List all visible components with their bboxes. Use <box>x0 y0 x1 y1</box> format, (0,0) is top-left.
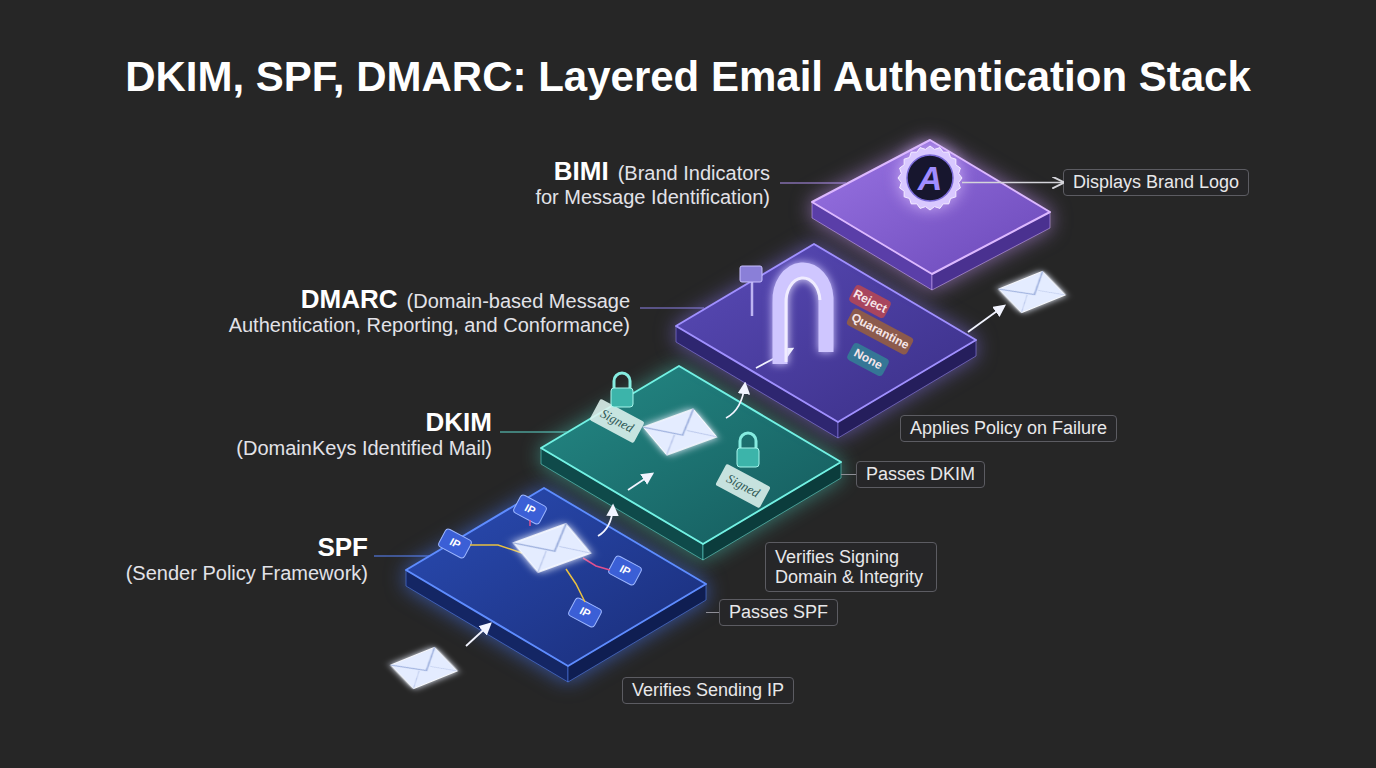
layer-abbreviation: BIMI <box>554 156 609 186</box>
connector <box>841 474 856 475</box>
layer-heading: DKIM(DomainKeys Identified Mail) <box>172 411 492 460</box>
leader-line <box>500 431 567 432</box>
result-callout: Verifies Signing Domain & Integrity <box>765 542 937 592</box>
leader-line <box>374 555 430 556</box>
callout-text: Passes DKIM <box>866 464 975 484</box>
result-callout: Verifies Sending IP <box>622 677 794 704</box>
slab-top <box>812 140 1050 274</box>
chip-text: IP <box>578 604 593 619</box>
diagram-title: DKIM, SPF, DMARC: Layered Email Authenti… <box>0 52 1376 102</box>
callout-text: Verifies Sending IP <box>632 680 784 700</box>
incoming-envelope <box>390 647 457 689</box>
brand-logo-letter: A <box>898 146 962 210</box>
chip-text: IP <box>523 501 538 516</box>
outgoing-envelope <box>998 271 1065 313</box>
layer-full-name: (DomainKeys Identified Mail) <box>172 437 492 460</box>
leader-line <box>640 307 704 308</box>
chip-text: IP <box>618 562 633 577</box>
layer-full-name: (Domain-based Message Authentication, Re… <box>229 290 630 336</box>
layer-heading: SPF(Sender Policy Framework) <box>68 536 368 585</box>
brand-logo-badge: A <box>898 146 962 210</box>
layer-full-name: (Sender Policy Framework) <box>68 562 368 585</box>
chip-text: IP <box>448 535 463 550</box>
connector <box>706 612 719 613</box>
callout-text: Passes SPF <box>729 602 828 622</box>
result-callout: Applies Policy on Failure <box>900 415 1117 442</box>
connector <box>962 182 1063 184</box>
layer-heading: DMARC(Domain-based Message Authenticatio… <box>200 288 630 338</box>
layer-abbreviation: DMARC <box>301 284 398 314</box>
badge-scallop <box>898 146 962 210</box>
result-callout: Displays Brand Logo <box>1063 169 1249 196</box>
layer-heading: BIMI(Brand Indicators for Message Identi… <box>527 160 770 210</box>
layer-abbreviation: SPF <box>317 532 368 562</box>
result-callout: Passes DKIM <box>856 461 985 488</box>
bimi-layer: BIMI(Brand Indicators for Message Identi… <box>812 140 1050 290</box>
lock-shackle <box>614 373 630 388</box>
slab-top <box>406 488 706 666</box>
layer-abbreviation: DKIM <box>426 407 492 437</box>
leader-line <box>780 182 846 183</box>
result-callout: Passes SPF <box>719 599 838 626</box>
callout-text: Displays Brand Logo <box>1073 172 1239 192</box>
callout-text: Verifies Signing Domain & Integrity <box>775 547 923 587</box>
callout-text: Applies Policy on Failure <box>910 418 1107 438</box>
flow-arrow <box>968 306 1004 332</box>
